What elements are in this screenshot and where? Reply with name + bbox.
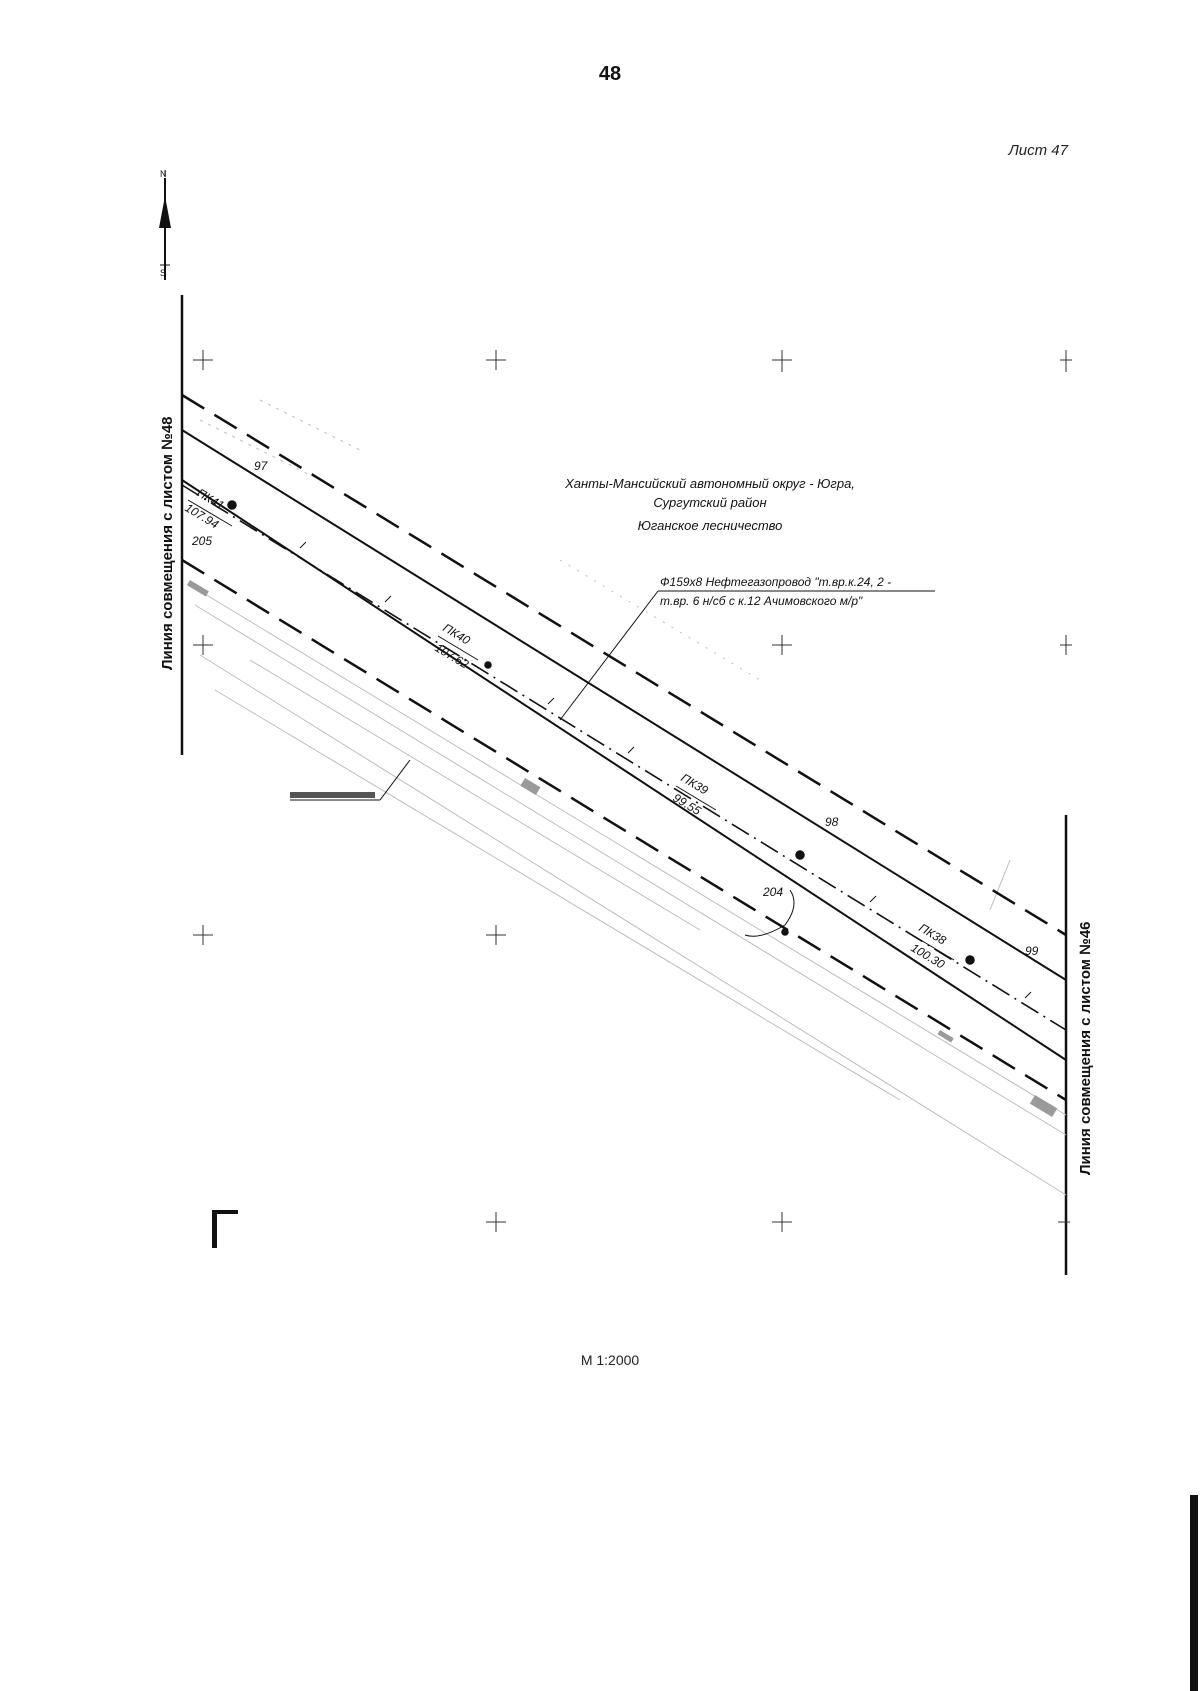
- corner-mark: [212, 1210, 238, 1248]
- north-arrow-icon: N S: [159, 169, 171, 280]
- pipeline-callout: Ф159х8 Нефтегазопровод "т.вр.к.24, 2 - т…: [559, 575, 935, 721]
- faint-traces: [189, 399, 1067, 1196]
- quarter-number: 99: [1025, 944, 1039, 958]
- quarter-number: 205: [191, 534, 212, 548]
- grid-crosses: [193, 350, 1072, 1232]
- region-okrug: Ханты-Мансийский автономный округ - Югра…: [564, 476, 855, 491]
- quarter-number: 98: [825, 815, 839, 829]
- quarter-number: 97: [254, 459, 269, 473]
- minor-annotation: [290, 759, 411, 801]
- page-edge-bar: [1190, 1495, 1198, 1691]
- region-district: Сургутский район: [653, 495, 766, 510]
- pipeline-name-line2: т.вр. 6 н/сб с к.12 Ачимовского м/р": [660, 594, 863, 608]
- right-match-caption: Линия совмещения с листом №46: [1077, 922, 1094, 1176]
- quarter-leader: [744, 889, 795, 937]
- pipeline-name-line1: Ф159х8 Нефтегазопровод "т.вр.к.24, 2 -: [660, 575, 891, 589]
- left-match-caption: Линия совмещения с листом №48: [159, 417, 176, 671]
- picket-markers: [227, 500, 975, 965]
- picket-ПК38: ПК38 100.30: [908, 921, 955, 972]
- picket-ПК39: ПК39 99.55: [670, 771, 717, 818]
- pipeline-marks: [299, 541, 1032, 999]
- quarter-number: 204: [762, 885, 783, 899]
- dashed-boundaries: [181, 393, 1067, 1102]
- pipeline-axis: [181, 484, 1067, 1031]
- north-letter-s: S: [160, 268, 166, 278]
- scale-label: М 1:2000: [581, 1352, 640, 1368]
- page-number: 48: [599, 63, 621, 85]
- sheet-label: Лист 47: [1008, 142, 1069, 159]
- region-forestry: Юганское лесничество: [638, 518, 783, 533]
- north-letter-n: N: [160, 169, 167, 179]
- faint-blotches: [186, 580, 1058, 1117]
